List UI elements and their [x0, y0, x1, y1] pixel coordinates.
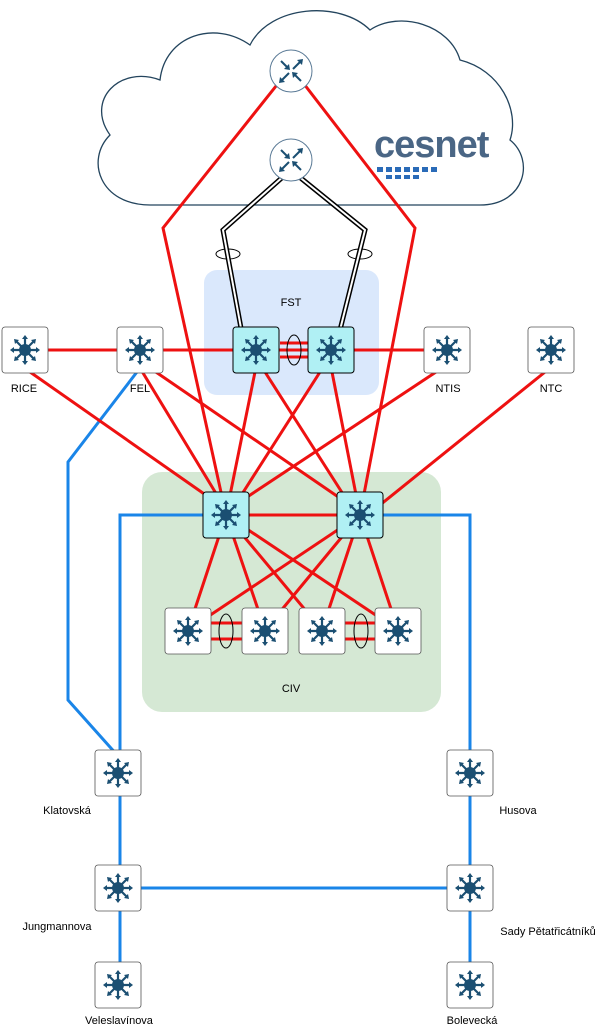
link-cesnet-civ-right — [292, 70, 417, 516]
switch-civ-core-1 — [202, 491, 250, 539]
label-husova: Husova — [499, 805, 537, 817]
label-rice: RICE — [11, 383, 37, 395]
switch-rice — [1, 326, 49, 374]
link-fel-klatovska — [66, 367, 142, 757]
cesnet-cloud — [97, 10, 524, 206]
switch-civ-access-4 — [374, 607, 422, 655]
switch-ntc — [527, 326, 575, 374]
switch-klatovska — [94, 749, 142, 797]
label-sady: Sady Pětatřicátníků — [500, 926, 595, 938]
label-ntis: NTIS — [435, 383, 460, 395]
switch-fst-1 — [232, 326, 280, 374]
cesnet-logo-text: cesnet — [374, 124, 490, 166]
switch-jungmannova — [94, 864, 142, 912]
blue-links — [66, 367, 472, 1000]
link-civ-husova — [360, 513, 472, 1000]
label-jungmannova: Jungmannova — [22, 921, 92, 933]
cesnet-router-top — [269, 49, 313, 93]
switch-bolevecka — [446, 961, 494, 1009]
switch-civ-core-2 — [336, 491, 384, 539]
label-bolevecka: Bolevecká — [447, 1015, 499, 1027]
switch-fel — [116, 326, 164, 374]
switch-veleslavinova — [94, 961, 142, 1009]
civ-zone-label: CIV — [282, 683, 301, 695]
cesnet-router-bottom — [269, 138, 313, 182]
fst-zone-label: FST — [281, 297, 302, 309]
link-cesnet-civ-left — [161, 70, 290, 516]
switch-civ-access-1 — [164, 607, 212, 655]
label-fel: FEL — [130, 383, 150, 395]
switch-civ-access-2 — [241, 607, 289, 655]
double-uplinks — [220, 173, 368, 351]
label-klatovska: Klatovská — [43, 805, 92, 817]
switch-ntis — [423, 326, 471, 374]
label-ntc: NTC — [540, 383, 563, 395]
switch-sady — [446, 864, 494, 912]
label-veleslavinova: Veleslavínova — [85, 1015, 154, 1027]
link-civ-klatovska — [118, 513, 226, 1000]
red-links — [25, 70, 546, 641]
switch-husova — [446, 749, 494, 797]
cesnet-logo-dots — [377, 167, 437, 179]
switch-civ-access-3 — [298, 607, 346, 655]
switch-fst-2 — [307, 326, 355, 374]
